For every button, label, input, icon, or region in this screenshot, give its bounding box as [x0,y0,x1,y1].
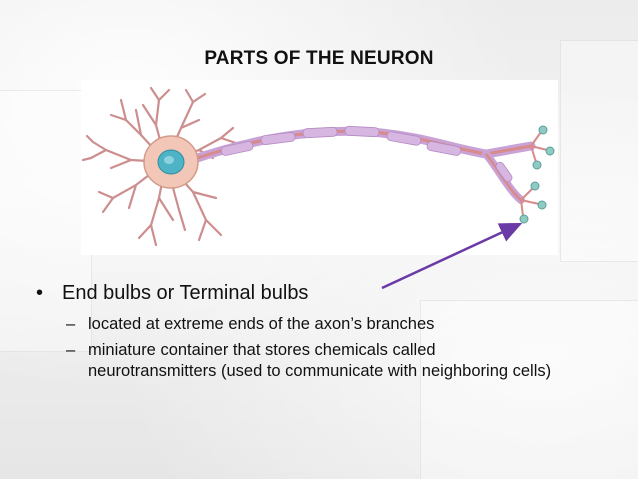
page-title: PARTS OF THE NEURON [204,48,434,69]
bullet-text: End bulbs or Terminal bulbs [62,282,309,304]
background-panel [420,300,638,479]
myelin-sheath-icon [220,125,513,183]
background-panel [0,90,92,352]
background-panel [560,40,638,262]
dendrites-icon [81,86,241,247]
sub-bullet-text: located at extreme ends of the axon’s br… [88,315,435,333]
axon-icon [186,126,536,204]
sub-bullet-list: – located at extreme ends of the axon’s … [36,314,626,382]
neuron-figure [81,80,558,255]
bullet-item: • End bulbs or Terminal bulbs [36,280,626,306]
sub-bullet-marker: – [66,341,76,359]
sub-bullet-item: – located at extreme ends of the axon’s … [66,314,626,335]
terminal-bulb-icon [519,125,555,224]
bullet-marker: • [36,282,44,304]
cell-body-icon [143,135,199,189]
neuron-illustration [81,86,555,247]
sub-bullet-text: miniature container that stores chemical… [88,341,552,380]
sub-bullet-item: – miniature container that stores chemic… [66,340,558,382]
sub-bullet-marker: – [66,315,76,333]
bullet-list: • End bulbs or Terminal bulbs – located … [36,280,626,387]
